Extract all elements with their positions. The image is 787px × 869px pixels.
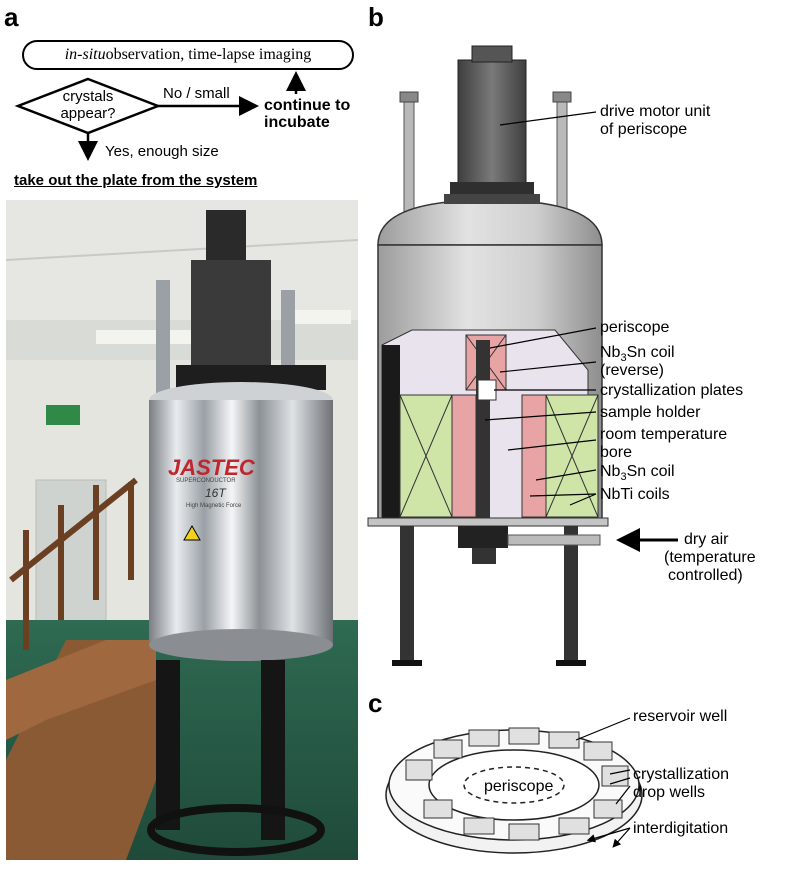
continue-line1: continue to — [264, 97, 351, 114]
label-periscope: periscope — [600, 319, 670, 336]
plate-drawing — [385, 717, 643, 854]
in-situ-text: in-situ — [64, 46, 106, 63]
no-label: No / small — [163, 85, 230, 102]
photo-brand: JASTEC — [168, 455, 255, 480]
observation-box: in-situ observation, time-lapse imaging — [22, 40, 354, 70]
photo-subtitle: High Magnetic Force — [186, 503, 242, 509]
label-dry-air-1: dry air — [684, 531, 729, 548]
label-bore-1: room temperature — [600, 426, 728, 443]
decision-line1: crystals — [62, 88, 114, 105]
decision-line2: appear? — [60, 105, 116, 122]
magnet-photo — [6, 200, 358, 860]
label-nb3sn: Nb3Sn coil — [600, 463, 675, 484]
photo-brand-sub: SUPERCONDUCTOR — [176, 478, 236, 484]
photo-field: 16T — [205, 486, 226, 500]
label-dry-air-3: controlled) — [668, 567, 743, 584]
label-drop-wells-2: drop wells — [633, 784, 706, 801]
label-bore-2: bore — [600, 444, 633, 461]
yes-label: Yes, enough size — [105, 143, 219, 160]
panel-letter-a: a — [4, 2, 19, 32]
label-drive-motor-1: drive motor unit — [600, 103, 711, 120]
label-interdigitation: interdigitation — [633, 820, 729, 837]
label-reservoir: reservoir well — [633, 708, 728, 725]
continue-line2: incubate — [264, 114, 330, 131]
panel-letter-b: b — [368, 2, 384, 32]
take-out-label: take out the plate from the system — [14, 172, 258, 189]
label-nb3sn-reverse-1: Nb3Sn coil — [600, 344, 675, 365]
observation-text: observation, time-lapse imaging — [105, 46, 312, 63]
label-drop-wells-1: crystallization — [633, 766, 730, 783]
label-dry-air-2: (temperature — [664, 549, 756, 566]
label-nb3sn-reverse-2: (reverse) — [600, 362, 665, 379]
label-plate-center: periscope — [484, 778, 554, 795]
label-holder: sample holder — [600, 404, 701, 421]
label-nbti: NbTi coils — [600, 486, 670, 503]
magnet-cross-section — [367, 45, 678, 666]
label-plates: crystallization plates — [600, 382, 744, 399]
label-drive-motor-2: of periscope — [600, 121, 688, 138]
panel-letter-c: c — [368, 688, 383, 718]
